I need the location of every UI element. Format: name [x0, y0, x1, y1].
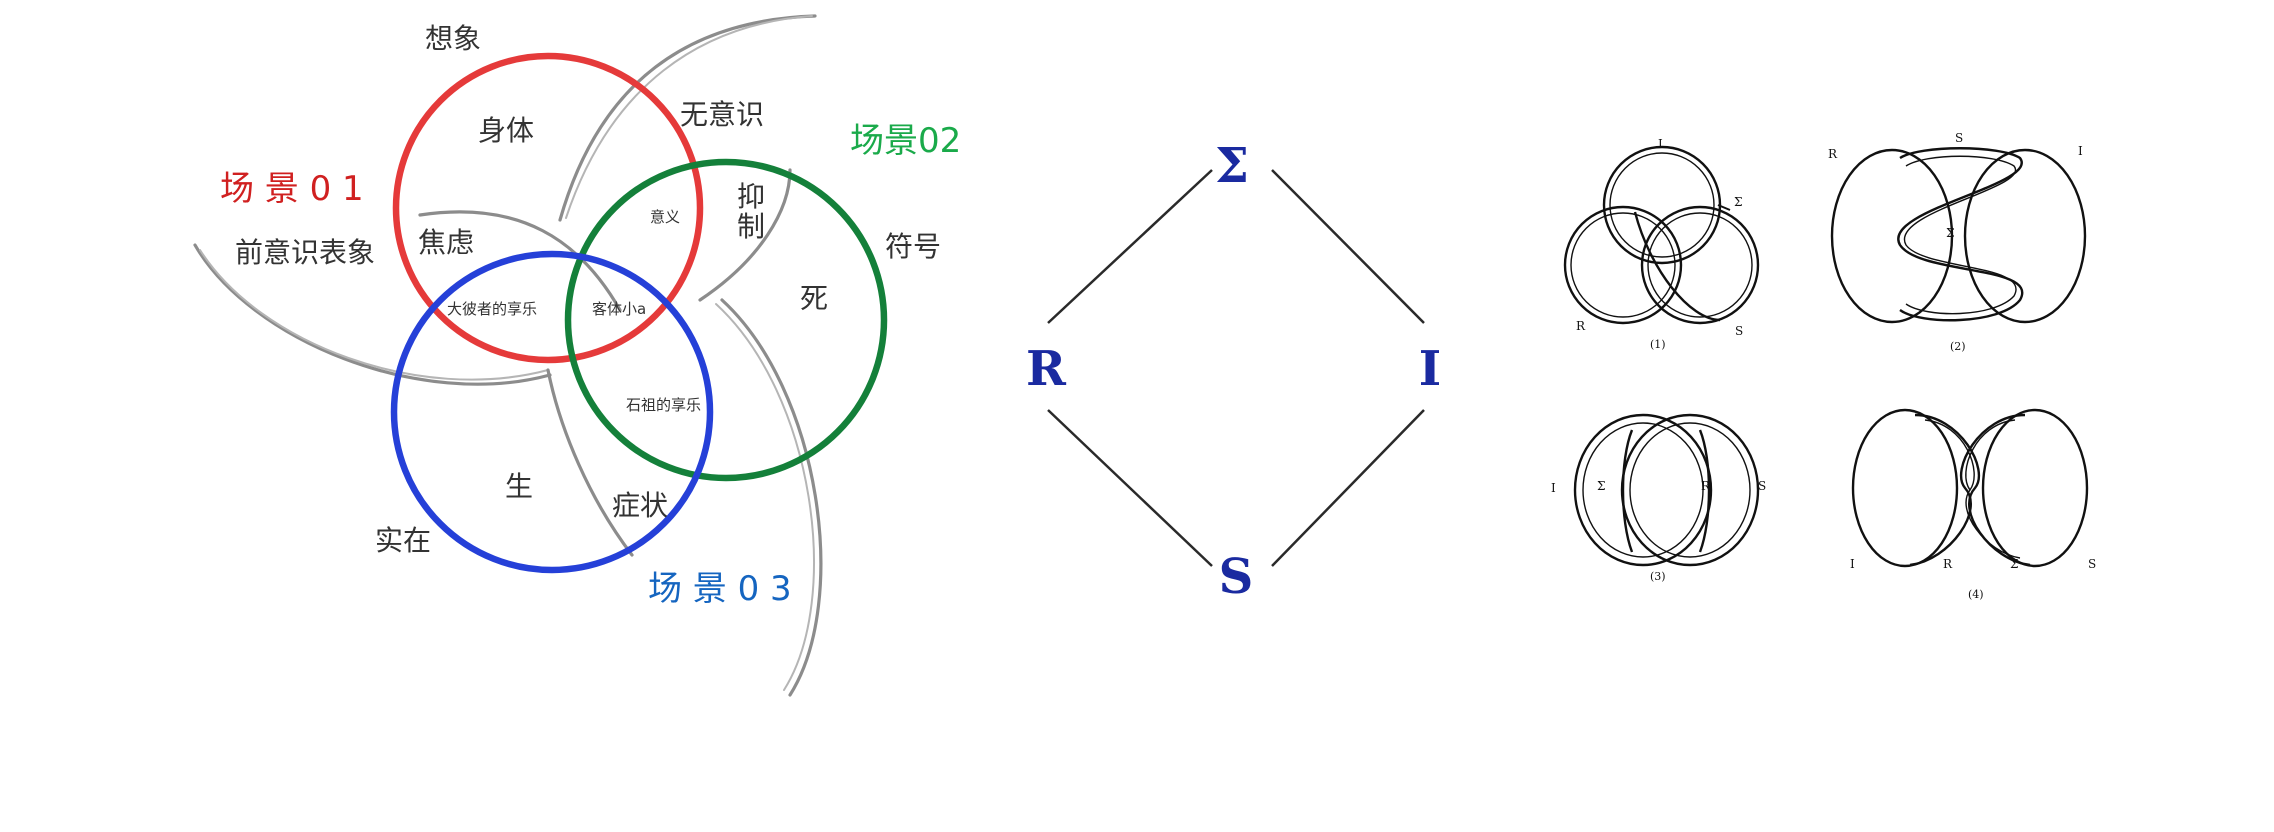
label-symptom: 症状	[612, 489, 668, 522]
scene-02-label: 场景02	[850, 121, 961, 161]
knot-4-label-1: I	[1850, 557, 1855, 571]
label-meaning: 意义	[650, 208, 680, 226]
knot-3-label-2: Σ	[1597, 479, 1605, 493]
knot-2-label-3: I	[2078, 144, 2083, 158]
edge-bottom-left	[1047, 409, 1213, 567]
gray-arc-bottom-2	[715, 303, 815, 691]
borromean-diagram: 场 景 0 1 场景02 场 景 0 3 想象 身体 无意识 前意识表象 焦虑 …	[193, 14, 961, 697]
diamond-node-left: R	[1026, 341, 1067, 397]
knot-3-caption: (3)	[1650, 570, 1666, 583]
knot-1-label-1: I	[1658, 137, 1663, 151]
knot-4-label-2: R	[1943, 557, 1953, 571]
rsis-diamond: Σ R I S	[1026, 138, 1441, 605]
gray-arc-left	[193, 243, 552, 386]
knot-2-label-4: Σ	[1946, 226, 1954, 240]
knot-2-caption: (2)	[1950, 340, 1966, 353]
knot-2: R S I Σ (2)	[1828, 131, 2087, 353]
label-unconscious: 无意识	[680, 98, 764, 131]
green-ring	[564, 158, 888, 482]
label-anxiety: 焦虑	[418, 226, 474, 259]
gray-arc-bottom	[720, 298, 823, 697]
knot-4-caption: (4)	[1968, 588, 1984, 601]
knot-1-label-2: Σ	[1734, 195, 1742, 209]
label-object-a: 客体小a	[592, 300, 646, 318]
knot-2-label-1: R	[1828, 147, 1838, 161]
gray-swirl-arcs	[193, 14, 823, 697]
colored-rings	[390, 52, 888, 574]
red-ring	[392, 52, 704, 364]
region-labels: 想象 身体 无意识 前意识表象 焦虑 意义 抑 制 符号 死 大彼者的享乐 客体…	[235, 22, 941, 557]
label-phallic-jouissance: 石祖的享乐	[626, 396, 701, 414]
knot-1-label-3: R	[1576, 319, 1586, 333]
gray-arc-inner-2	[418, 210, 622, 312]
knot-1-label-4: S	[1735, 324, 1743, 338]
label-body: 身体	[478, 114, 534, 147]
knot-3-label-4: S	[1758, 479, 1766, 493]
label-inhibition-1: 抑	[737, 180, 765, 213]
gray-arc-left-2	[199, 249, 549, 381]
knot-4-label-4: S	[2088, 557, 2096, 571]
label-real: 实在	[375, 524, 431, 557]
label-inhibition-2: 制	[737, 210, 765, 243]
knot-4: I R Σ S (4)	[1850, 408, 2096, 601]
diamond-edges	[1047, 169, 1425, 567]
knot-diagrams: I Σ R S (1) R S I Σ (2) I Σ	[1551, 131, 2096, 601]
knot-3-label-1: I	[1551, 481, 1556, 495]
edge-top-left	[1047, 169, 1213, 324]
knot-3-label-3: R	[1701, 479, 1711, 493]
label-death: 死	[800, 282, 828, 315]
gray-arc-top	[558, 14, 817, 222]
blue-ring	[390, 250, 714, 574]
knot-1-caption: (1)	[1650, 338, 1666, 351]
label-imaginary: 想象	[425, 22, 481, 55]
label-jouissance-other: 大彼者的享乐	[447, 300, 537, 318]
scene-03-label: 场 景 0 3	[648, 569, 792, 609]
label-symbol: 符号	[885, 230, 941, 263]
knot-2-label-2: S	[1955, 131, 1963, 145]
diamond-node-right: I	[1419, 341, 1441, 397]
diamond-node-top: Σ	[1215, 138, 1249, 194]
edge-bottom-right	[1271, 409, 1425, 567]
scene-01-label: 场 景 0 1	[220, 169, 364, 209]
gray-arc-inner-1	[698, 168, 792, 302]
gray-arc-inner-3	[546, 368, 634, 557]
knot-3: I Σ R S (3)	[1551, 413, 1766, 583]
edge-top-right	[1271, 169, 1425, 324]
label-preconscious: 前意识表象	[235, 236, 375, 269]
knot-4-label-3: Σ	[2010, 557, 2018, 571]
diamond-node-bottom: S	[1219, 549, 1254, 605]
gray-arc-top-2	[565, 15, 813, 219]
label-life: 生	[505, 470, 533, 503]
knot-1: I Σ R S (1)	[1563, 137, 1760, 351]
